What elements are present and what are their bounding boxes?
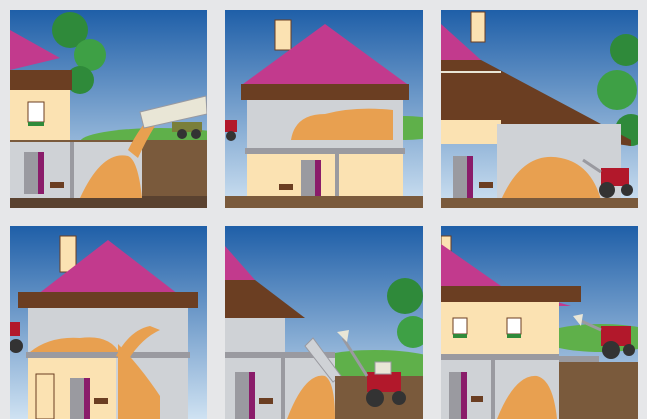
scene-cellar-storage-trailer (10, 10, 207, 208)
panel-underground-storage-tractor (441, 226, 638, 419)
scene-barn-storage-tractor (441, 10, 638, 208)
scene-ground-floor-storage (10, 226, 207, 419)
panel-barn-storage-tractor (441, 10, 638, 208)
panel-cellar-storage-loader (225, 226, 423, 419)
panel-cellar-storage-trailer (10, 10, 207, 208)
scene-attic-storage (225, 10, 423, 208)
panel-ground-floor-storage (10, 226, 207, 419)
scene-underground-storage-tractor (441, 226, 638, 419)
panel-attic-storage (225, 10, 423, 208)
scene-cellar-storage-loader (225, 226, 423, 419)
